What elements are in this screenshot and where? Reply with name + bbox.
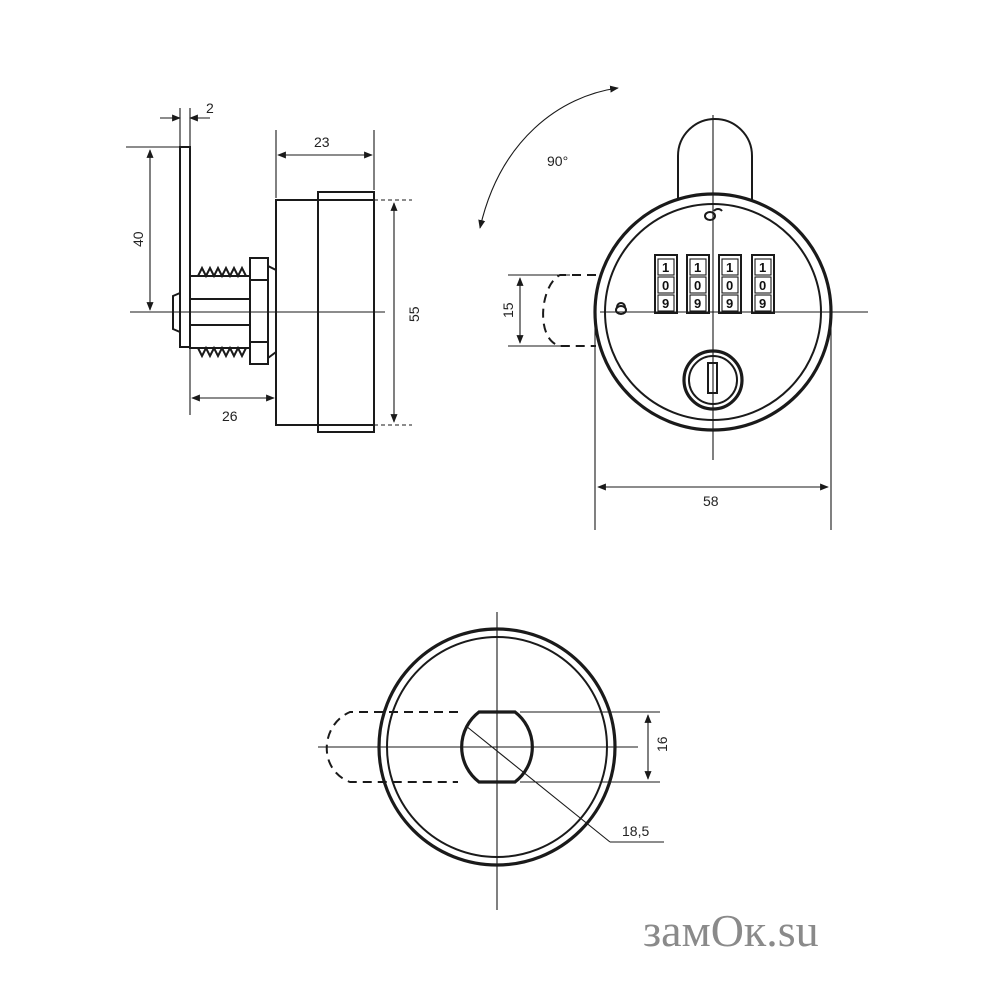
side-view: 2 23 40 55 26 [126,100,422,433]
dim-hole-width: 16 [654,736,670,752]
dim-rotation-angle: 90° [547,153,568,169]
dim-hole-diameter: 18,5 [622,823,649,839]
front-view: 15 90° 1 0 9 [478,85,868,530]
wheel-2-bot: 9 [694,296,701,311]
wheel-1-mid: 0 [662,278,669,293]
thread-teeth [197,265,247,359]
key-cylinder[interactable] [682,349,744,411]
wheel-1-top: 1 [662,260,669,275]
wheel-1-bot: 9 [662,296,669,311]
watermark-logo: замОк.su [643,905,819,956]
dim-cam-width: 15 [500,302,516,318]
wheel-4-top: 1 [759,260,766,275]
wheel-4-bot: 9 [759,296,766,311]
wheel-1[interactable]: 1 0 9 [654,254,678,314]
wheel-2-top: 1 [694,260,701,275]
wheel-3[interactable]: 1 0 9 [718,254,742,314]
combination-wheels: 1 0 9 1 0 9 1 0 9 [654,254,775,314]
dim-thread-length: 26 [222,408,238,424]
wheel-3-mid: 0 [726,278,733,293]
rear-view: 18,5 16 [318,612,670,910]
lock-icon [615,302,627,315]
wheel-4[interactable]: 1 0 9 [751,254,775,314]
wheel-2-mid: 0 [694,278,701,293]
wheel-2[interactable]: 1 0 9 [686,254,710,314]
dim-lever-length: 40 [130,231,146,247]
wheel-3-bot: 9 [726,296,733,311]
dim-body-depth: 23 [314,134,330,150]
wheel-4-mid: 0 [759,278,766,293]
dim-body-diameter: 58 [703,493,719,509]
unlock-icon [704,208,723,221]
dim-front-diameter: 55 [406,306,422,322]
wheel-3-top: 1 [726,260,733,275]
dim-lever-thickness: 2 [206,100,214,116]
